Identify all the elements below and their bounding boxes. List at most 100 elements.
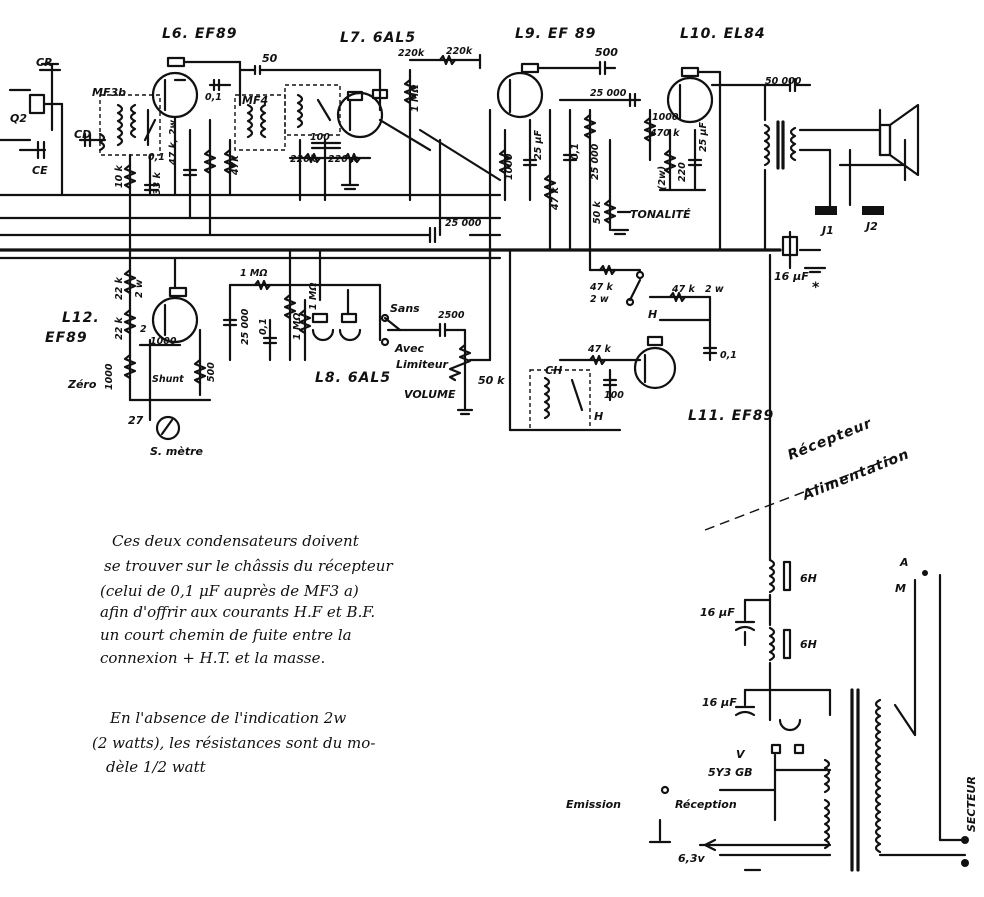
label-l7: L7. 6AL5 (340, 30, 416, 46)
label-shunt: Shunt (152, 374, 184, 385)
note1-line3: (celui de 0,1 μF auprès de MF3 a) (100, 582, 359, 600)
label-h2: H (594, 410, 603, 423)
label-reception: Réception (675, 798, 737, 811)
label-mf3b: MF3b (92, 86, 126, 99)
value-c25000-mid: 25 000 (590, 143, 601, 180)
bus-lines (0, 193, 822, 260)
note1-line6: connexion + H.T. et la masse. (100, 649, 325, 667)
value-c01-d: 0,1 (720, 350, 737, 361)
value-r47k-2w: 47 k, 2w (168, 120, 179, 166)
value-r33: 33 k (152, 171, 163, 195)
note1-line5: un court chemin de fuite entre la (100, 626, 352, 644)
value-c16uf-top: 16 μF (774, 270, 809, 283)
note1-line1: Ces deux condensateurs doivent (112, 532, 360, 550)
label-cr: CR (36, 56, 53, 69)
value-r47ka: 47 k (550, 186, 561, 211)
value-c100b: 100 (604, 390, 624, 401)
label-q2: Q2 (10, 112, 27, 125)
divider-line (704, 454, 901, 531)
value-c25uf-a: 25 μF (533, 129, 544, 160)
label-zero: Zéro (67, 378, 97, 391)
value-r500: 500 (206, 362, 217, 382)
value-c01-b: 0,1 (148, 152, 165, 163)
value-c1000: 1000 (150, 336, 177, 347)
label-rectifier: 5Y3 GB (708, 766, 753, 779)
label-emission: Emission (566, 798, 621, 811)
value-r10k: 10 k (114, 164, 125, 188)
label-cd: CD (74, 128, 91, 141)
label-l12b: EF89 (45, 330, 88, 346)
note1-line2: se trouver sur le châssis du récepteur (104, 557, 393, 575)
label-a: A (899, 556, 909, 569)
value-r220k-c: 220k (290, 154, 317, 165)
mf3b-transformer (99, 94, 161, 156)
label-v: V (736, 748, 746, 761)
label-s-metre: S. mètre (150, 445, 204, 458)
power-supply (648, 558, 969, 872)
label-alimentation: Alimentation (800, 446, 912, 504)
value-r47k-l11: 47 k (587, 344, 612, 355)
note-block-2: En l'absence de l'indication 2w (2 watts… (92, 709, 375, 776)
value-c25000-top: 25 000 (590, 88, 627, 99)
value-r220: 220 (677, 162, 688, 182)
value-c500: 500 (595, 46, 618, 59)
value-r47k-a: 47k (230, 155, 241, 176)
value-r47k-c: 47 k (671, 284, 696, 295)
mf4-transformer (234, 60, 382, 151)
note2-line2: (2 watts), les résistances sont du mo- (92, 734, 375, 752)
value-r22k-b: 22 k (114, 316, 125, 340)
label-j1: J1 (820, 224, 834, 237)
label-avec: Avec (394, 342, 425, 355)
value-c50: 50 (262, 52, 278, 65)
label-volume: VOLUME (404, 388, 456, 401)
label-star: * (812, 280, 820, 296)
tube-l8 (228, 248, 492, 416)
tube-l6 (123, 56, 242, 260)
value-r1mc: 1 MΩ (308, 283, 319, 310)
value-r2: 2 (140, 324, 147, 335)
label-recepteur: Récepteur (786, 415, 875, 463)
note-block-1: Ces deux condensateurs doivent se trouve… (100, 532, 393, 667)
label-tonalite: TONALITÉ (630, 208, 691, 221)
value-c25uf-b: 25 μF (698, 121, 709, 152)
value-c01-c: 0,1 (570, 143, 581, 160)
value-r27: 27 (128, 414, 144, 427)
tube-l9 (488, 60, 642, 260)
label-j2: J2 (864, 220, 878, 233)
value-r50k-vol: 50 k (478, 374, 505, 387)
tube-l7 (284, 53, 502, 244)
value-r1mb: 1 MΩ (292, 313, 303, 340)
value-c16uf-b: 16 μF (702, 696, 737, 709)
value-r22k-a: 22 k (114, 276, 125, 300)
tube-l11 (508, 248, 718, 432)
label-l10: L10. EL84 (680, 26, 766, 42)
value-w2c: (2w) (657, 166, 668, 190)
tube-l10 (643, 66, 920, 252)
label-ch: CH (545, 364, 562, 377)
value-r220k-a: 220k (398, 48, 425, 59)
value-c01-e: 0,1 (258, 318, 269, 335)
label-m: M (895, 582, 906, 595)
value-c50000: 50 000 (765, 76, 802, 87)
value-r220k-d: 220 k (328, 154, 358, 165)
value-l6h-a: 6H (800, 572, 817, 585)
tube-l12 (123, 256, 238, 441)
value-c01-a: 0,1 (205, 92, 222, 103)
label-l12a: L12. (62, 310, 100, 326)
label-secteur: SECTEUR (965, 776, 978, 832)
value-c25000-bus: 25 000 (445, 218, 482, 229)
value-r2w: 2 w (134, 279, 145, 298)
value-c2500: 2500 (438, 310, 465, 321)
label-mf4: MF4 (242, 94, 268, 107)
value-c100: 100 (310, 132, 330, 143)
label-l8: L8. 6AL5 (315, 370, 391, 386)
value-c25000-low: 25 000 (240, 308, 251, 345)
label-6-3v: 6,3v (678, 852, 705, 865)
ht-line (768, 230, 827, 562)
note1-line4: afin d'offrir aux courants H.F et B.F. (100, 603, 375, 621)
value-r1000c: 1000 (104, 363, 115, 390)
label-h1: H (648, 308, 657, 321)
label-l9: L9. EF 89 (515, 26, 596, 42)
value-c16uf-a: 16 μF (700, 606, 735, 619)
